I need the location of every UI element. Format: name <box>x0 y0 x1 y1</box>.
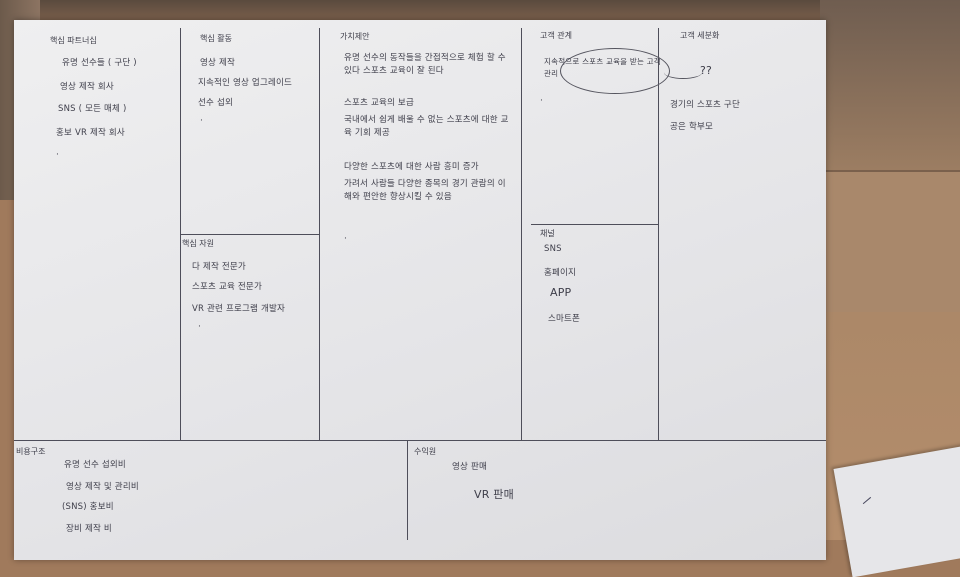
cost-structure-item: 장비 제작 비 <box>66 524 112 534</box>
cost-structure-item: 유명 선수 섭외비 <box>64 460 126 470</box>
key-activities-item: 선수 섭외 <box>198 98 233 108</box>
channels-item: 홈페이지 <box>544 268 577 278</box>
revenue-streams-item: 영상 판매 <box>452 462 487 472</box>
key-partners-item: 홍보 VR 제작 회사 <box>56 128 125 138</box>
key-partners-item: 유명 선수들 ( 구단 ) <box>62 58 137 68</box>
customer-relationships-item: 지속적으로 스포츠 교육을 받는 고객관리 <box>544 57 661 78</box>
bullet-dot: · <box>198 322 201 332</box>
key-partners-item: SNS ( 모든 매체 ) <box>58 104 127 114</box>
value-propositions-header: 가치제안 <box>340 32 370 41</box>
cost-structure-header: 비용구조 <box>16 447 46 456</box>
divider-line <box>531 224 658 226</box>
value-propositions-item: 스포츠 교육의 보급 <box>344 98 414 108</box>
value-propositions-item: 가려서 사람들 다양한 종목의 경기 관람의 이해와 편안한 향상시킬 수 있음 <box>344 179 506 202</box>
corner-paper <box>833 444 960 577</box>
key-activities-item: 지속적인 영상 업그레이드 <box>198 78 293 88</box>
bullet-dot: · <box>540 96 543 106</box>
customer-relationships-header: 고객 관계 <box>540 31 572 40</box>
divider-line <box>319 28 321 440</box>
bullet-dot: · <box>200 116 203 126</box>
key-activities-header: 핵심 활동 <box>200 34 232 43</box>
key-partners-item: 영상 제작 회사 <box>60 82 114 92</box>
question-mark-note: ?? <box>700 64 713 77</box>
channels-header: 채널 <box>540 229 555 238</box>
customer-segments-item: 공은 학부모 <box>670 122 714 132</box>
business-model-canvas-sheet <box>14 20 826 560</box>
divider-line <box>14 440 826 442</box>
revenue-streams-header: 수익원 <box>414 447 437 456</box>
key-activities-item: 영상 제작 <box>200 58 235 68</box>
divider-line <box>180 234 319 236</box>
key-resources-header: 핵심 자원 <box>182 239 214 248</box>
revenue-streams-item: VR 판매 <box>474 488 514 501</box>
divider-line <box>521 28 523 440</box>
cost-structure-item: 영상 제작 및 관리비 <box>66 482 139 492</box>
bullet-dot: · <box>344 234 347 244</box>
curved-stroke <box>664 66 702 79</box>
customer-segments-item: 경기의 스포츠 구단 <box>670 100 740 110</box>
value-propositions-item: 국내에서 쉽게 배울 수 없는 스포츠에 대한 교육 기회 제공 <box>344 115 509 138</box>
channels-item: 스마트폰 <box>548 314 581 324</box>
key-partners-header: 핵심 파트너십 <box>50 36 97 45</box>
divider-line <box>658 28 660 440</box>
key-resources-item: 스포츠 교육 전문가 <box>192 282 262 292</box>
bullet-dot: · <box>56 150 59 160</box>
cost-structure-item: (SNS) 홍보비 <box>62 502 114 512</box>
key-resources-item: VR 관련 프로그램 개발자 <box>192 304 286 314</box>
value-propositions-item: 다양한 스포츠에 대한 사람 흥미 증가 <box>344 162 479 172</box>
notebook-edge <box>800 170 960 312</box>
value-propositions-item: 유명 선수의 동작들을 간접적으로 체험 할 수 있다 스포츠 교육이 잘 된다 <box>344 53 506 76</box>
channels-item: SNS <box>544 244 562 254</box>
customer-segments-header: 고객 세분화 <box>680 31 720 40</box>
divider-line <box>407 440 409 540</box>
key-resources-item: 다 제작 전문가 <box>192 262 246 272</box>
channels-item: APP <box>550 286 572 299</box>
